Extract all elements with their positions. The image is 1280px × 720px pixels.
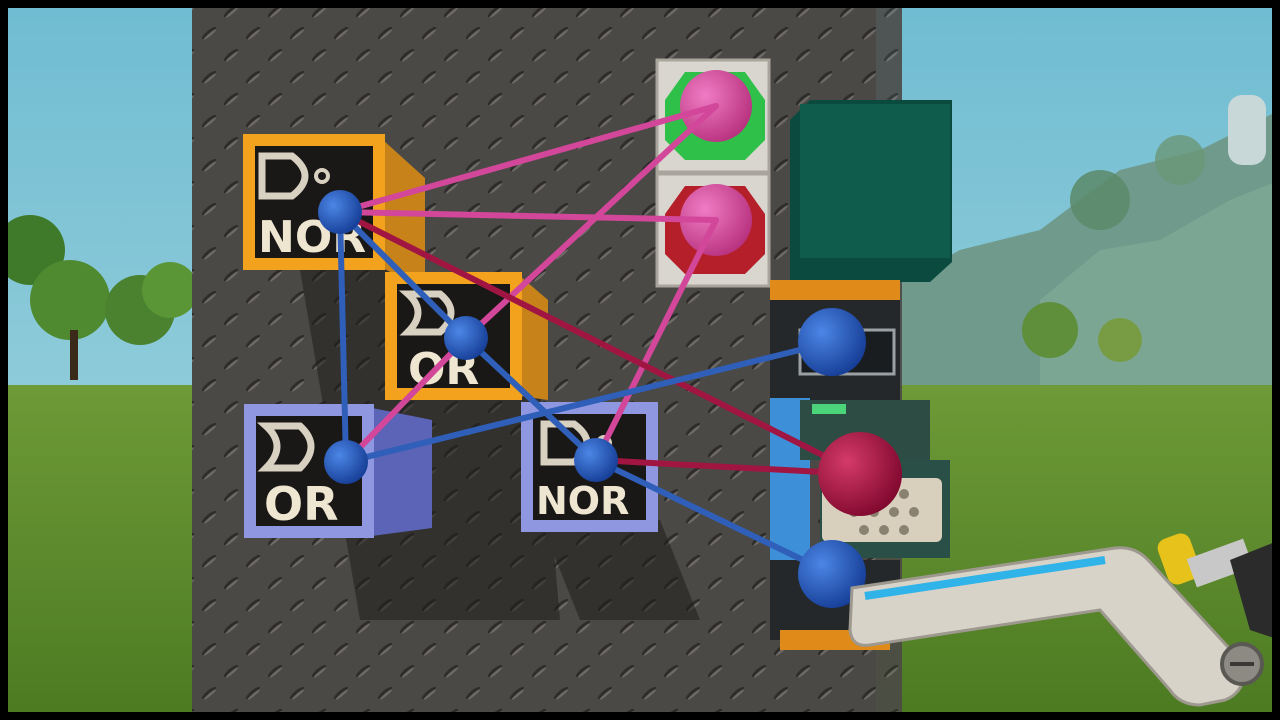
trees-left: [0, 215, 198, 380]
connection-node-icon[interactable]: [798, 308, 866, 376]
connection-node-icon[interactable]: [574, 438, 618, 482]
connect-tool-icon: [848, 533, 1280, 707]
connection-node-icon[interactable]: [444, 316, 488, 360]
teal-block: [790, 100, 952, 282]
wire-connections: [337, 103, 863, 577]
button-red[interactable]: [655, 172, 771, 288]
gate-label: OR: [264, 477, 339, 531]
connection-node-icon[interactable]: [318, 190, 362, 234]
logic-gate-icon: [258, 152, 330, 200]
trees-right: [1022, 135, 1205, 362]
logic-gate-icon: [256, 422, 315, 472]
connection-node-icon[interactable]: [798, 540, 866, 608]
logic-gate-nor-top[interactable]: NOR: [243, 134, 425, 292]
connection-node-icon[interactable]: [818, 432, 902, 516]
connection-nodes: [318, 190, 902, 608]
logic-gate-icon: [398, 290, 455, 336]
connection-node-icon[interactable]: [324, 440, 368, 484]
gate-label: NOR: [536, 479, 629, 523]
